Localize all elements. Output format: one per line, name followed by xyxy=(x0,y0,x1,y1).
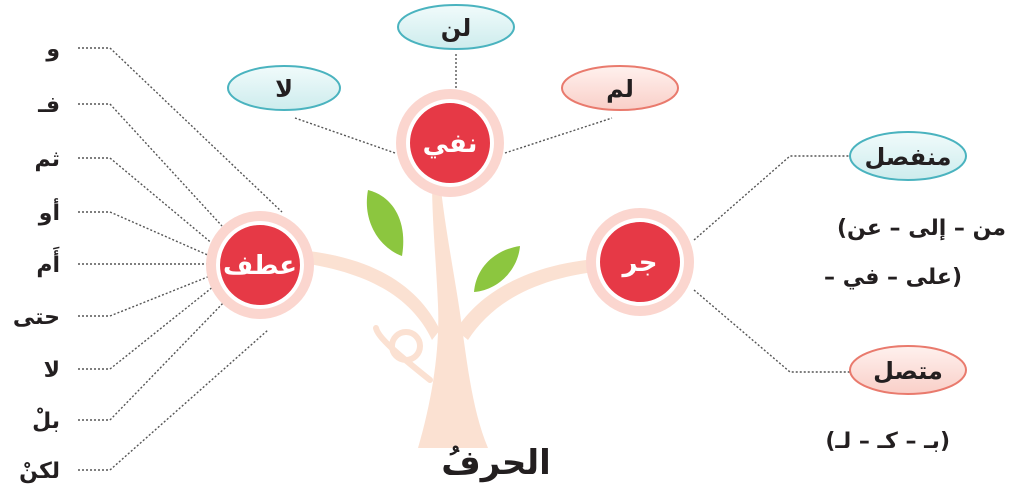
detached-examples-line-1: (من – إلى – عن xyxy=(837,216,1006,241)
connector-conj-2 xyxy=(78,103,223,227)
connector-prep-attached xyxy=(693,289,852,373)
connector-conj-8 xyxy=(78,299,227,421)
conjunction-item-am: أَم xyxy=(36,246,60,278)
connector-conj-3 xyxy=(78,157,215,246)
pill-la: لا xyxy=(227,65,341,111)
tree-branch-left xyxy=(296,250,440,340)
pill-attached-label: متصل xyxy=(873,357,943,385)
conjunction-node: عطف xyxy=(206,211,314,319)
conjunction-item-hatta: حتى xyxy=(13,305,60,330)
negation-node-circle xyxy=(406,99,494,187)
connector-conj-9 xyxy=(78,329,269,471)
connector-negation-la xyxy=(294,117,396,154)
conjunction-items: و فـ ثم أو أَم حتى لا بلْ لكنْ xyxy=(13,37,60,484)
detached-examples-line-2: – على – في) xyxy=(824,265,962,290)
preposition-node: جر xyxy=(586,208,694,316)
conjunction-node-label: عطف xyxy=(223,251,297,281)
pill-lam: لم xyxy=(561,65,679,111)
pill-lan-label: لن xyxy=(441,14,472,42)
leaf-right xyxy=(474,246,520,292)
pill-lan-shape xyxy=(397,4,515,50)
tree-trunk xyxy=(418,180,488,448)
preposition-node-circle xyxy=(596,218,684,306)
tree-spiral xyxy=(373,325,433,383)
pill-detached: منفصل xyxy=(849,131,967,181)
root-label: الحرفُ xyxy=(441,443,551,483)
connector-conj-6 xyxy=(78,275,211,317)
pill-lam-label: لم xyxy=(606,75,634,103)
attached-examples-line-1: (بـ – كـ – لـ) xyxy=(825,429,950,454)
pill-la-shape xyxy=(227,65,341,111)
conjunction-item-thumma: ثم xyxy=(34,147,60,172)
conjunction-item-la: لا xyxy=(44,358,60,383)
connector-conj-1 xyxy=(78,47,283,213)
connector-prep-detached xyxy=(693,155,852,241)
conjunction-item-fa: فـ xyxy=(37,93,60,118)
pill-detached-label: منفصل xyxy=(865,143,952,171)
pill-attached-shape xyxy=(849,345,967,395)
pill-attached: متصل xyxy=(849,345,967,395)
connectors xyxy=(78,47,852,471)
pill-lam-shape xyxy=(561,65,679,111)
conjunction-item-lakin: لكنْ xyxy=(19,459,60,484)
negation-node: نفي xyxy=(396,89,504,197)
negation-node-label: نفي xyxy=(423,129,478,159)
pill-detached-shape xyxy=(849,131,967,181)
connector-negation-lam xyxy=(504,117,613,154)
pill-la-label: لا xyxy=(275,75,293,103)
conjunction-item-bal: بلْ xyxy=(32,408,60,434)
pill-lan: لن xyxy=(397,4,515,50)
conjunction-node-circle xyxy=(216,221,304,309)
conjunction-item-aw: أو xyxy=(38,197,60,226)
leaf-left xyxy=(366,190,404,256)
preposition-node-label: جر xyxy=(621,248,658,278)
conjunction-item-waw: و xyxy=(45,37,60,62)
connector-conj-4 xyxy=(78,211,211,257)
connector-conj-7 xyxy=(78,285,215,370)
tree-illustration xyxy=(296,180,612,448)
